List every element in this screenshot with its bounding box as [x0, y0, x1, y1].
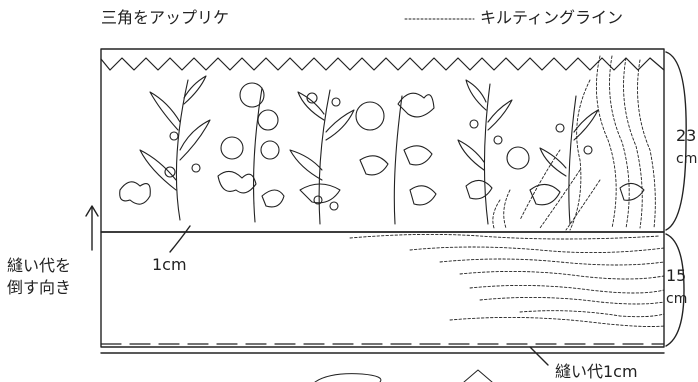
upper-height-bracket: [665, 51, 687, 231]
applique-triangle-band: [100, 57, 665, 71]
seam-allowance-label: 縫い代1cm: [555, 362, 638, 381]
lower-panel: [100, 231, 665, 348]
quilting-line-label: キルティングライン: [480, 8, 624, 27]
upper-height-value: 23: [676, 126, 697, 145]
seam-direction-label-2: 倒す向き: [7, 278, 72, 297]
under-curve: [314, 373, 382, 382]
quilting-lines-lower: [349, 233, 665, 327]
botanical-embroidery: [119, 75, 645, 225]
lower-height-unit: cm: [666, 291, 688, 307]
width-label: 1cm: [152, 255, 187, 274]
seam-allowance-leader: [529, 346, 549, 366]
seam-direction-label-1: 縫い代を: [7, 256, 72, 275]
arrow-up-icon: [85, 205, 99, 251]
applique-label: 三角をアップリケ: [101, 8, 230, 27]
lower-height-value: 15: [666, 266, 687, 285]
quilting-lines-upper: [492, 55, 656, 231]
width-leader: [169, 225, 191, 253]
upper-height-unit: cm: [676, 151, 698, 167]
lower-height-bracket: [665, 233, 685, 347]
under-peak: [463, 369, 493, 382]
